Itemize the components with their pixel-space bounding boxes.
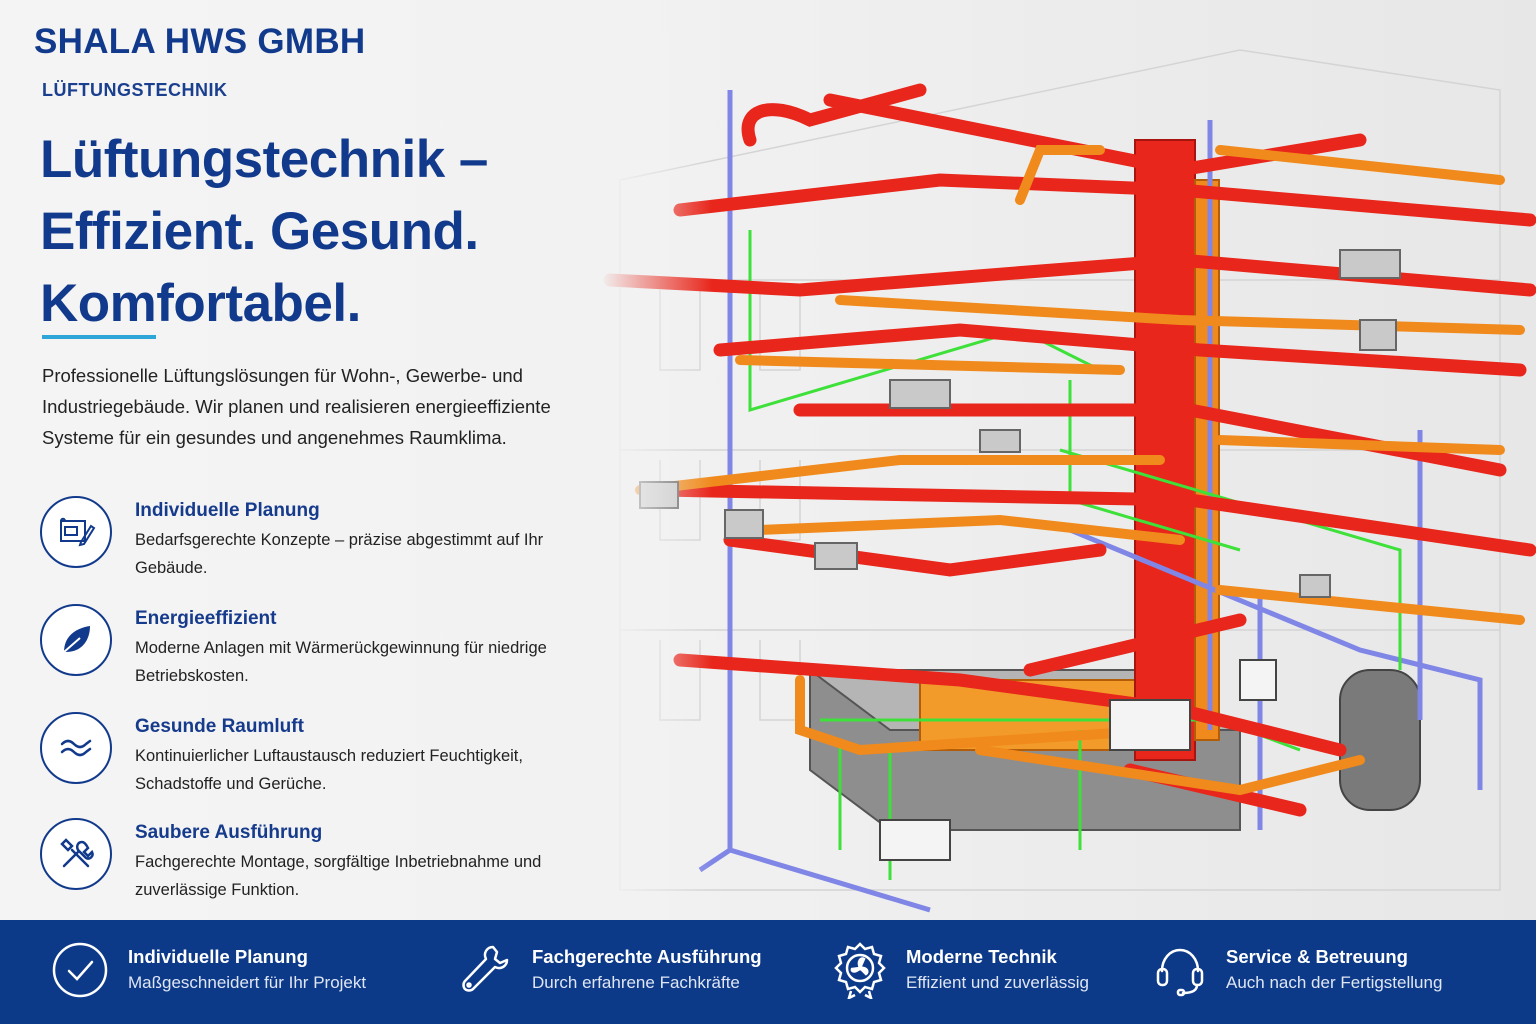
footer-desc: Auch nach der Fertigstellung	[1226, 973, 1443, 992]
feature-efficiency: Energieeffizient Moderne Anlagen mit Wär…	[40, 604, 600, 696]
feature-execution: Saubere Ausführung Fachgerechte Montage,…	[40, 818, 600, 910]
section-eyebrow: LÜFTUNGSTECHNIK	[42, 80, 228, 100]
wrench-screwdriver-icon	[40, 818, 112, 890]
headline-line-3: Komfortabel.	[40, 274, 361, 333]
feature-desc: Fachgerechte Montage, sorgfältige Inbetr…	[135, 853, 542, 899]
headline-line-1: Lüftungstechnik –	[40, 130, 488, 189]
intro-paragraph: Professionelle Lüftungslösungen für Wohn…	[42, 365, 551, 448]
footer-title: Fachgerechte Ausführung	[532, 946, 762, 967]
leaf-icon	[40, 604, 112, 676]
footer-title: Individuelle Planung	[128, 946, 308, 967]
blueprint-pencil-icon	[40, 496, 112, 568]
feature-planning: Individuelle Planung Bedarfsgerechte Kon…	[40, 496, 600, 588]
footer-bar: Individuelle Planung Maßgeschneidert für…	[0, 920, 1536, 1024]
accent-rule	[42, 335, 156, 339]
footer-desc: Effizient und zuverlässig	[906, 973, 1090, 992]
feature-air-quality: Gesunde Raumluft Kontinuierlicher Luftau…	[40, 712, 600, 804]
page-headline: Lüftungstechnik – Effizient. Gesund. Kom…	[40, 124, 610, 340]
check-circle-icon	[50, 940, 110, 1000]
air-waves-icon	[40, 712, 112, 784]
brand-name: SHALA HWS GMBH	[34, 22, 366, 61]
footer-title: Service & Betreuung	[1226, 946, 1408, 967]
feature-title: Gesunde Raumluft	[135, 716, 304, 737]
fan-badge-icon	[830, 940, 890, 1000]
ductwork-illustration	[600, 30, 1536, 920]
footer-desc: Durch erfahrene Fachkräfte	[532, 973, 740, 992]
feature-title: Saubere Ausführung	[135, 822, 323, 843]
feature-desc: Kontinuierlicher Luftaustausch reduziert…	[135, 747, 523, 793]
footer-title: Moderne Technik	[906, 946, 1057, 967]
wrench-icon	[456, 940, 516, 1000]
feature-desc: Moderne Anlagen mit Wärmerückgewinnung f…	[135, 639, 547, 685]
feature-desc: Bedarfsgerechte Konzepte – präzise abges…	[135, 531, 544, 577]
feature-title: Energieeffizient	[135, 608, 277, 629]
feature-title: Individuelle Planung	[135, 500, 320, 521]
headline-line-2: Effizient. Gesund.	[40, 202, 479, 261]
headset-icon	[1150, 940, 1210, 1000]
footer-desc: Maßgeschneidert für Ihr Projekt	[128, 973, 367, 992]
